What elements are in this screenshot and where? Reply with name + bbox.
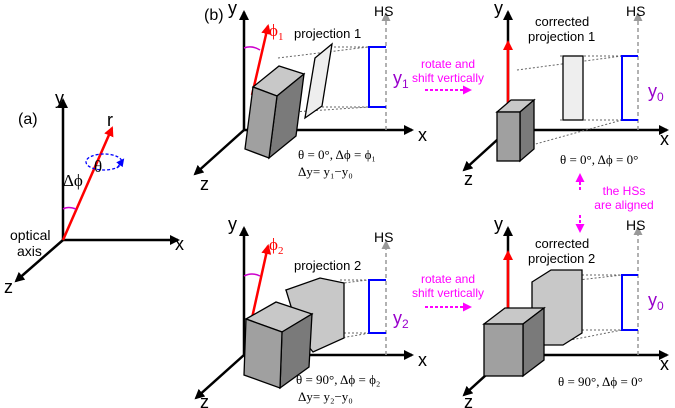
tl-caption1: θ = 0°, Δϕ = ϕ₁ bbox=[298, 147, 376, 162]
tl-hs-label: HS bbox=[374, 3, 393, 19]
tl-phi-arc bbox=[243, 46, 261, 51]
tl-title: projection 1 bbox=[294, 26, 361, 41]
tr-box-front bbox=[496, 111, 521, 162]
bl-y-label: y bbox=[228, 214, 237, 234]
tr-caption1: θ = 0°, Δϕ = 0° bbox=[560, 152, 638, 167]
br-z-label: z bbox=[464, 392, 473, 408]
a-dphi-arc bbox=[62, 206, 77, 210]
tr-ylabel: y0 bbox=[648, 81, 664, 104]
bl-hs-bracket bbox=[368, 279, 386, 334]
tl-ray bbox=[250, 24, 272, 96]
a-r-ray bbox=[61, 126, 114, 241]
annot-bottom-line2: shift vertically bbox=[412, 286, 484, 300]
tl-z-axis bbox=[193, 129, 245, 176]
bl-caption1: θ = 90°, Δϕ = ϕ₂ bbox=[296, 372, 380, 387]
br-title2: projection 2 bbox=[528, 251, 595, 266]
br-title1: corrected bbox=[535, 236, 589, 251]
bl-ylabel: y2 bbox=[393, 308, 409, 331]
br-hs-label: HS bbox=[626, 217, 645, 233]
bl-title: projection 2 bbox=[294, 258, 361, 273]
br-caption1: θ = 90°, Δϕ = 0° bbox=[558, 374, 643, 389]
tr-title1: corrected bbox=[535, 14, 589, 29]
a-z-axis bbox=[14, 239, 64, 283]
a-theta-arrow-icon bbox=[116, 158, 125, 169]
br-box-front bbox=[483, 323, 524, 377]
tl-projection-plate bbox=[304, 42, 333, 120]
bl-z-label: z bbox=[200, 392, 209, 408]
tl-z-label: z bbox=[200, 174, 209, 194]
panel-b-bottom-right: y x z HS y0 corrected projection 2 θ = 9… bbox=[462, 214, 669, 408]
bl-ray bbox=[250, 244, 272, 319]
tl-y-label: y bbox=[228, 0, 237, 18]
annot-aligned-line2: are aligned bbox=[594, 198, 653, 212]
tl-ylabel: y1 bbox=[393, 68, 409, 91]
panel-b-label: (b) bbox=[204, 7, 224, 24]
bl-x-label: x bbox=[418, 350, 427, 370]
br-hs-bracket bbox=[621, 274, 638, 331]
tl-caption2: Δy= y₁−y₀ bbox=[298, 164, 353, 179]
tr-projection-plate bbox=[562, 55, 584, 121]
annot-top-line1: rotate and bbox=[421, 57, 475, 71]
a-optical-axis-line2: axis bbox=[17, 243, 42, 259]
annot-top-line2: shift vertically bbox=[412, 71, 484, 85]
annot-aligned-line1: the HSs bbox=[603, 184, 646, 198]
bl-phi-label: ϕ2 bbox=[269, 235, 283, 257]
panel-b-top-left: (b) y x z ϕ1 HS y1 projection 1 θ = 0°, … bbox=[193, 0, 427, 194]
annot-bottom-line1: rotate and bbox=[421, 272, 475, 286]
bl-z-axis bbox=[194, 354, 245, 400]
tl-x-label: x bbox=[418, 125, 427, 145]
a-optical-axis-line1: optical bbox=[10, 227, 50, 243]
bl-box-front bbox=[243, 318, 283, 389]
panel-b-top-right: y x z HS y0 corrected projection 1 θ = 0… bbox=[462, 0, 669, 189]
bl-caption2: Δy= y₂−y₀ bbox=[298, 389, 353, 404]
a-z-label: z bbox=[4, 277, 13, 297]
tl-phi-label: ϕ1 bbox=[269, 21, 283, 43]
annotations: rotate and shift vertically rotate and s… bbox=[412, 57, 654, 312]
tr-x-label: x bbox=[660, 129, 669, 149]
br-ylabel: y0 bbox=[648, 290, 664, 313]
bl-hs-label: HS bbox=[374, 229, 393, 245]
panel-a-label: (a) bbox=[18, 111, 38, 128]
tr-z-label: z bbox=[464, 169, 473, 189]
a-theta-label: θ bbox=[94, 157, 102, 176]
tr-y-label: y bbox=[494, 0, 503, 18]
a-dphi-label: Δϕ bbox=[63, 171, 83, 190]
panel-a: (a) y x z r Δϕ θ optical axis bbox=[4, 88, 184, 297]
tl-box-front bbox=[244, 86, 278, 159]
br-x-label: x bbox=[660, 354, 669, 374]
tr-title2: projection 1 bbox=[528, 29, 595, 44]
a-y-label: y bbox=[55, 88, 64, 108]
tr-hs-label: HS bbox=[626, 3, 645, 19]
a-r-label: r bbox=[107, 110, 113, 130]
bl-phi-arc bbox=[243, 273, 261, 277]
panel-b-bottom-left: y x z ϕ2 HS y2 projection 2 θ = 90°, Δϕ … bbox=[194, 214, 427, 408]
tr-hs-bracket bbox=[621, 55, 638, 121]
a-x-label: x bbox=[175, 234, 184, 254]
tl-hs-bracket bbox=[368, 46, 386, 108]
br-y-label: y bbox=[494, 214, 503, 234]
